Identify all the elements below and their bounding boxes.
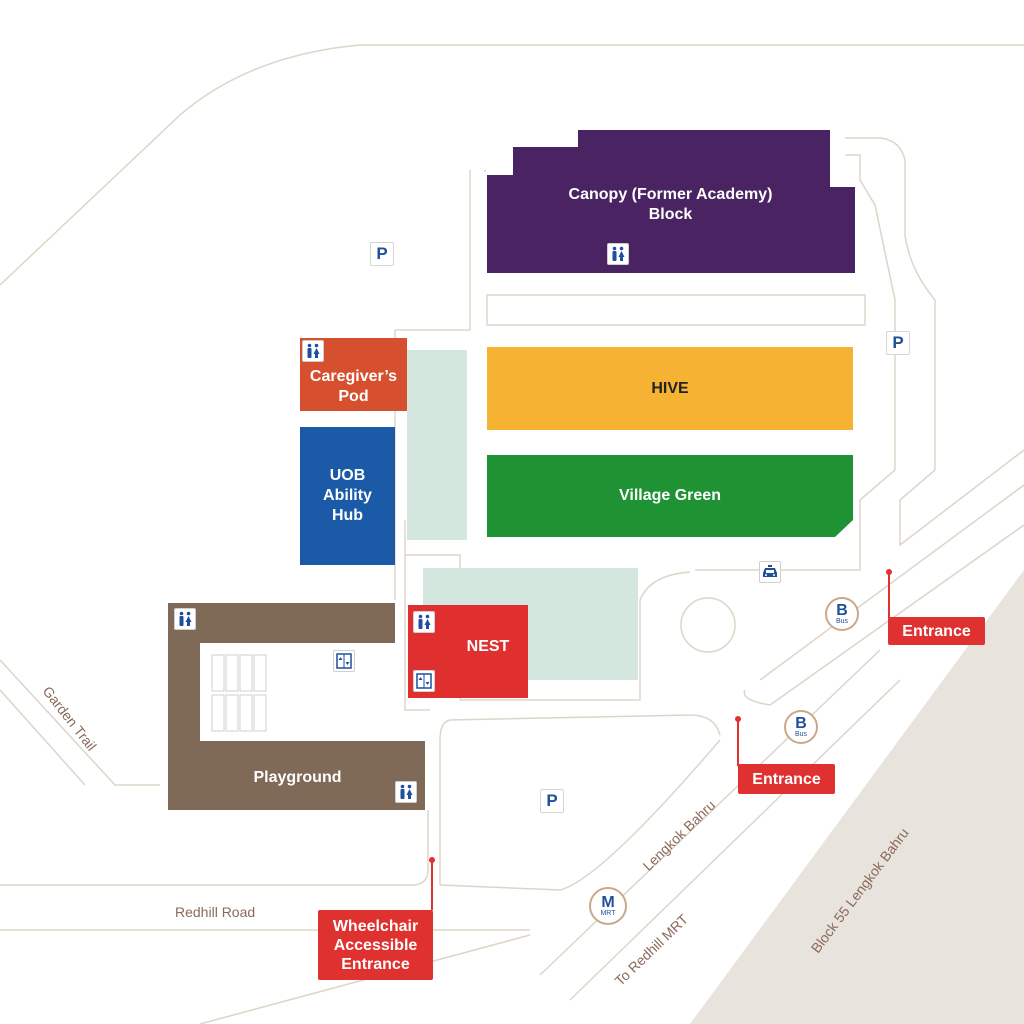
toilet-icon [607, 243, 629, 265]
parking-icon: P [886, 331, 910, 355]
bus-stop-icon: B Bus [825, 597, 859, 631]
mrt-letter: M [601, 893, 615, 911]
toilet-icon [395, 781, 417, 803]
bus-stop-caption: Bus [794, 730, 808, 738]
uob-ability-hub-building[interactable]: UOB Ability Hub [300, 427, 395, 565]
parking-icon: P [370, 242, 394, 266]
wheelchair-entrance-marker[interactable]: Wheelchair Accessible Entrance [318, 910, 433, 980]
playground-building[interactable]: Playground [200, 760, 395, 796]
entrance-marker-1[interactable]: Entrance [888, 617, 985, 645]
entrance-pin [735, 716, 741, 722]
bus-stop-letter: B [795, 714, 807, 732]
hive-label: HIVE [651, 379, 689, 397]
hive-building[interactable]: HIVE [487, 347, 853, 430]
courtyard-west [407, 350, 467, 540]
bus-stop-caption: Bus [835, 617, 849, 625]
parking-icon: P [540, 789, 564, 813]
bus-stop-icon: B Bus [784, 710, 818, 744]
lift-icon [413, 670, 435, 692]
bus-stop-letter: B [836, 601, 848, 619]
mrt-icon: M MRT [589, 887, 627, 925]
nest-label: NEST [466, 637, 510, 655]
village-green-shape [487, 455, 853, 537]
uob-ability-hub-label: UOB Ability Hub [323, 467, 372, 524]
entrance-marker-2[interactable]: Entrance [738, 764, 835, 794]
toilet-icon [413, 611, 435, 633]
canopy-shape [487, 130, 855, 273]
canopy-label: Canopy (Former Academy) Block [568, 186, 773, 223]
playground-shape [168, 603, 425, 810]
entrance-pin-line [431, 862, 433, 910]
lift-icon [333, 650, 355, 672]
taxi-icon [759, 561, 781, 583]
block-55-area [690, 570, 1024, 1024]
caregivers-pod-label: Caregiver’s Pod [309, 367, 398, 405]
playground-slots [211, 654, 267, 732]
playground-label: Playground [253, 769, 342, 786]
canopy-block[interactable]: Canopy (Former Academy) Block [513, 175, 828, 235]
toilet-icon [174, 608, 196, 630]
village-green-label: Village Green [619, 487, 721, 504]
entrance-pin [429, 857, 435, 863]
entrance-pin-line [737, 721, 739, 766]
entrance-pin [886, 569, 892, 575]
mrt-caption: MRT [600, 909, 616, 917]
road-label-redhill-road: Redhill Road [175, 904, 256, 920]
village-green-building[interactable]: Village Green [487, 455, 853, 537]
toilet-icon [302, 340, 324, 362]
entrance-pin-line [888, 574, 890, 618]
